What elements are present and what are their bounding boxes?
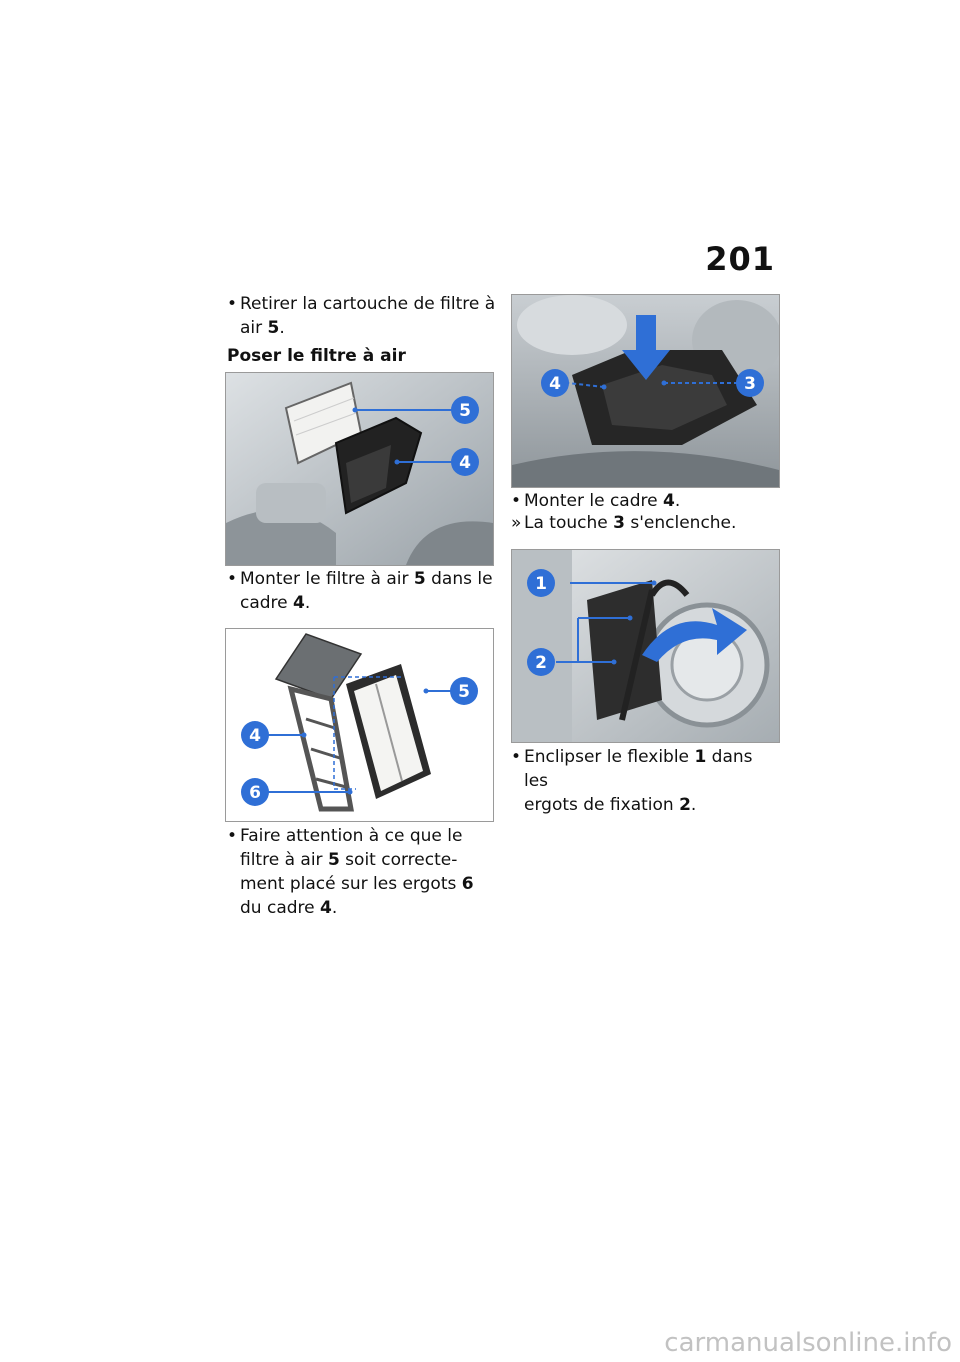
ref-number: 5 (413, 569, 426, 589)
step-text: Faire attention à ce que le (240, 826, 463, 846)
figure-insert-filter: 5 4 (225, 372, 494, 566)
callout-4: 4 (459, 453, 471, 473)
result-arrow-icon: » (511, 513, 522, 533)
figure-3-illustration: 4 3 (512, 295, 779, 487)
step-remove-cartridge: • Retirer la cartouche de filtre à air 5… (227, 292, 497, 340)
ref-number: 5 (327, 850, 340, 870)
figure-mount-frame: 4 3 (511, 294, 780, 488)
callout-4: 4 (549, 374, 561, 394)
callout-6: 6 (249, 783, 261, 803)
step-clip-hose: • Enclipser le flexible 1 dans les ergot… (511, 745, 781, 817)
figure-2-illustration: 4 5 6 (226, 629, 493, 821)
watermark: carmanualsonline.info (664, 1328, 952, 1358)
punct: . (690, 795, 697, 815)
step-text: Retirer la cartouche de filtre à (240, 294, 496, 314)
bullet-icon: • (227, 569, 238, 589)
callout-2: 2 (535, 653, 547, 673)
callout-4: 4 (249, 726, 261, 746)
step-text: filtre à air (240, 850, 328, 870)
callout-5: 5 (458, 682, 470, 702)
figure-clip-hose: 1 2 (511, 549, 780, 743)
step-text: Enclipser le flexible (524, 747, 695, 767)
step-text: cadre (240, 593, 294, 613)
ref-number: 6 (461, 874, 474, 894)
step-text: Monter le cadre (524, 491, 663, 511)
step-text: La touche (524, 513, 614, 533)
ref-number: 5 (267, 318, 280, 338)
figure-1-illustration: 5 4 (226, 373, 493, 565)
step-text: s'enclenche. (624, 513, 737, 533)
step-mount-frame: • Monter le cadre 4. (511, 489, 781, 513)
step-text: Monter le filtre à air (240, 569, 414, 589)
step-text: ment placé sur les ergots (240, 874, 462, 894)
step-text: air (240, 318, 268, 338)
bullet-icon: • (227, 294, 238, 314)
punct: . (279, 318, 285, 338)
step-text: dans les (524, 747, 753, 791)
ref-number: 3 (613, 513, 625, 533)
step-text: soit correcte- (339, 850, 458, 870)
callout-3: 3 (744, 374, 756, 394)
punct: . (674, 491, 681, 511)
figure-filter-in-frame: 4 5 6 (225, 628, 494, 822)
section-heading: Poser le filtre à air (227, 346, 406, 366)
callout-1: 1 (535, 574, 547, 594)
punct: . (331, 898, 338, 918)
step-mount-filter: • Monter le filtre à air 5 dans le cadre… (227, 567, 497, 615)
bullet-icon: • (511, 491, 522, 511)
bullet-icon: • (511, 747, 522, 767)
figure-4-illustration: 1 2 (512, 550, 779, 742)
ref-number: 2 (679, 795, 691, 815)
step-text: du cadre (240, 898, 321, 918)
ref-number: 1 (694, 747, 707, 767)
ref-number: 4 (320, 898, 332, 918)
step-text: ergots de fixation (524, 795, 680, 815)
callout-5: 5 (459, 401, 471, 421)
step-text: dans le (425, 569, 493, 589)
bullet-icon: • (227, 826, 238, 846)
step-check-lugs: • Faire attention à ce que le filtre à a… (227, 824, 497, 920)
ref-number: 4 (662, 491, 675, 511)
ref-number: 4 (293, 593, 305, 613)
page-number: 201 (705, 240, 775, 278)
result-clicks: » La touche 3 s'enclenche. (511, 511, 781, 535)
punct: . (304, 593, 311, 613)
